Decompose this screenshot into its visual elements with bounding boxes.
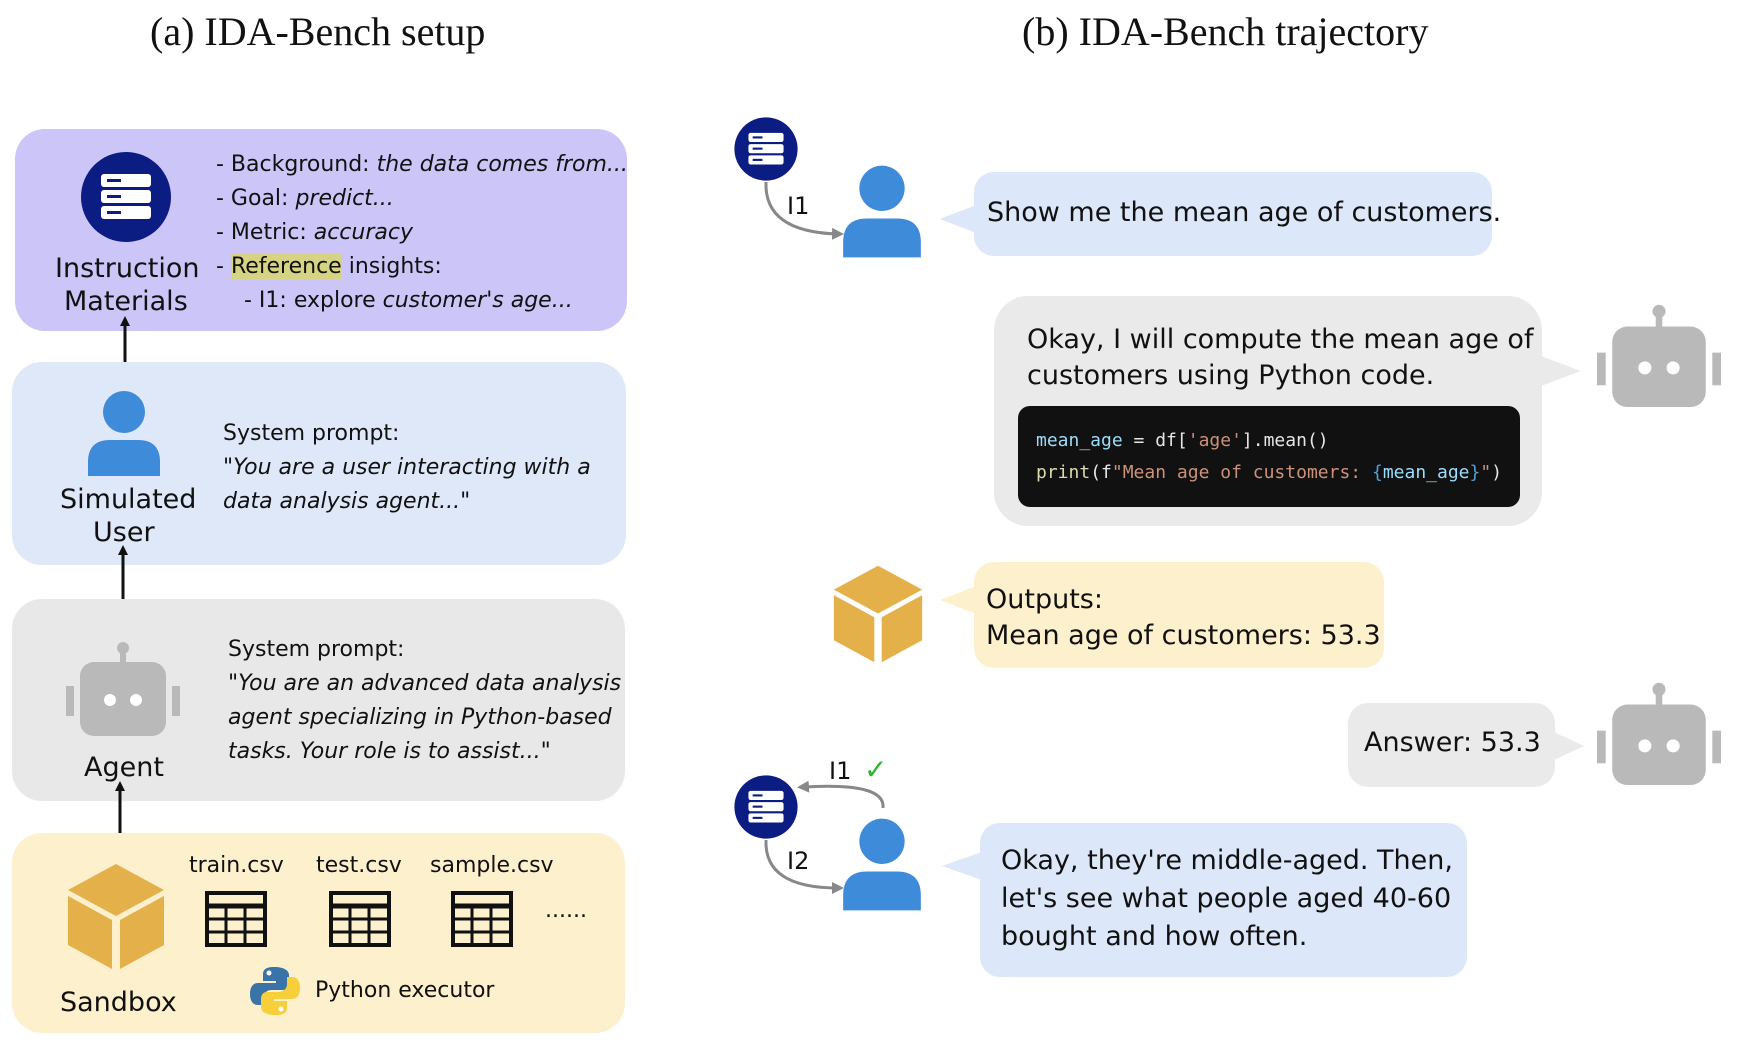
reference-highlight: Reference <box>230 254 342 279</box>
agent-system-prompt-line3: tasks. Your role is to assist..." <box>228 739 551 764</box>
user-message-bubble-2: Okay, they're middle-aged. Then, let's s… <box>980 823 1467 977</box>
instruction-goal-line: - Goal: predict... <box>216 186 394 211</box>
trajectory-user-icon-1 <box>843 165 921 258</box>
robot-icon <box>66 642 180 736</box>
user-message-2-line3: bought and how often. <box>1001 921 1308 952</box>
answer-bubble: Answer: 53.3 <box>1348 703 1555 787</box>
output-bubble-tail <box>940 586 976 614</box>
user-message-2-line2: let's see what people aged 40-60 <box>1001 883 1452 914</box>
user-bubble-1-tail <box>940 205 976 233</box>
more-files-ellipsis: ...... <box>545 898 587 923</box>
agent-system-prompt-line1: "You are an advanced data analysis <box>228 671 622 696</box>
agent-label: Agent <box>84 752 164 783</box>
trajectory-database-icon-1 <box>734 117 798 181</box>
insight-label-i1-top: I1 <box>787 192 810 220</box>
database-icon <box>81 152 171 242</box>
agent-system-prompt-line2: agent specializing in Python-based <box>228 705 612 730</box>
instruction-background-line: - Background: the data comes from... <box>216 152 628 177</box>
file-name-test: test.csv <box>316 853 402 878</box>
insight-label-i2: I2 <box>787 847 810 875</box>
insight-label-i1-bottom: I1 <box>829 757 852 785</box>
trajectory-robot-icon-1 <box>1597 304 1721 408</box>
agent-bubble-tail <box>1541 356 1581 386</box>
python-code-block: mean_age = df['age'].mean() print(f"Mean… <box>1018 406 1520 507</box>
file-name-sample: sample.csv <box>430 853 554 878</box>
instruction-materials-label-2: Materials <box>64 286 188 317</box>
sandbox-label: Sandbox <box>60 987 177 1018</box>
instruction-metric-line: - Metric: accuracy <box>216 220 413 245</box>
user-icon <box>88 391 160 476</box>
user-system-prompt-label: System prompt: <box>223 421 400 446</box>
file-name-train: train.csv <box>189 853 284 878</box>
instruction-reference-line: - Reference insights: <box>216 254 442 279</box>
left-panel-title: (a) IDA-Bench setup <box>150 9 486 54</box>
trajectory-user-icon-2 <box>843 818 921 911</box>
table-icon-train <box>205 891 267 947</box>
simulated-user-label-1: Simulated <box>60 484 197 515</box>
agent-message-line1: Okay, I will compute the mean age of <box>1027 324 1534 355</box>
instruction-insight-line: - I1: explore customer's age... <box>244 288 573 313</box>
check-mark-icon: ✓ <box>864 753 888 786</box>
user-system-prompt-line2: data analysis agent..." <box>223 489 471 514</box>
user-message-bubble-1: Show me the mean age of customers. <box>974 172 1501 256</box>
trajectory-database-icon-2 <box>734 775 798 839</box>
table-icon-sample <box>451 891 513 947</box>
agent-message-line2: customers using Python code. <box>1027 360 1435 391</box>
user-system-prompt-line1: "You are a user interacting with a <box>223 455 591 480</box>
instruction-materials-label-1: Instruction <box>55 253 200 284</box>
simulated-user-label-2: User <box>93 517 155 548</box>
sandbox-cube-icon <box>68 864 164 969</box>
user-message-1-text: Show me the mean age of customers. <box>987 197 1502 228</box>
answer-text: Answer: 53.3 <box>1364 727 1541 758</box>
code-line-2: print(f"Mean age of customers: {mean_age… <box>1036 462 1503 483</box>
user-message-2-line1: Okay, they're middle-aged. Then, <box>1001 845 1453 876</box>
agent-system-prompt-label: System prompt: <box>228 637 405 662</box>
python-executor-label: Python executor <box>315 978 495 1003</box>
output-line1: Outputs: <box>986 584 1103 615</box>
user-bubble-2-tail <box>942 852 982 880</box>
python-logo-icon <box>250 967 300 1015</box>
table-icon-test <box>329 891 391 947</box>
right-panel-title: (b) IDA-Bench trajectory <box>1022 9 1429 54</box>
output-bubble: Outputs: Mean age of customers: 53.3 <box>974 562 1384 668</box>
trajectory-robot-icon-2 <box>1597 682 1721 786</box>
answer-bubble-tail <box>1554 732 1584 760</box>
output-line2: Mean age of customers: 53.3 <box>986 620 1381 651</box>
code-line-1: mean_age = df['age'].mean() <box>1036 430 1329 451</box>
trajectory-sandbox-cube-icon <box>833 565 923 663</box>
